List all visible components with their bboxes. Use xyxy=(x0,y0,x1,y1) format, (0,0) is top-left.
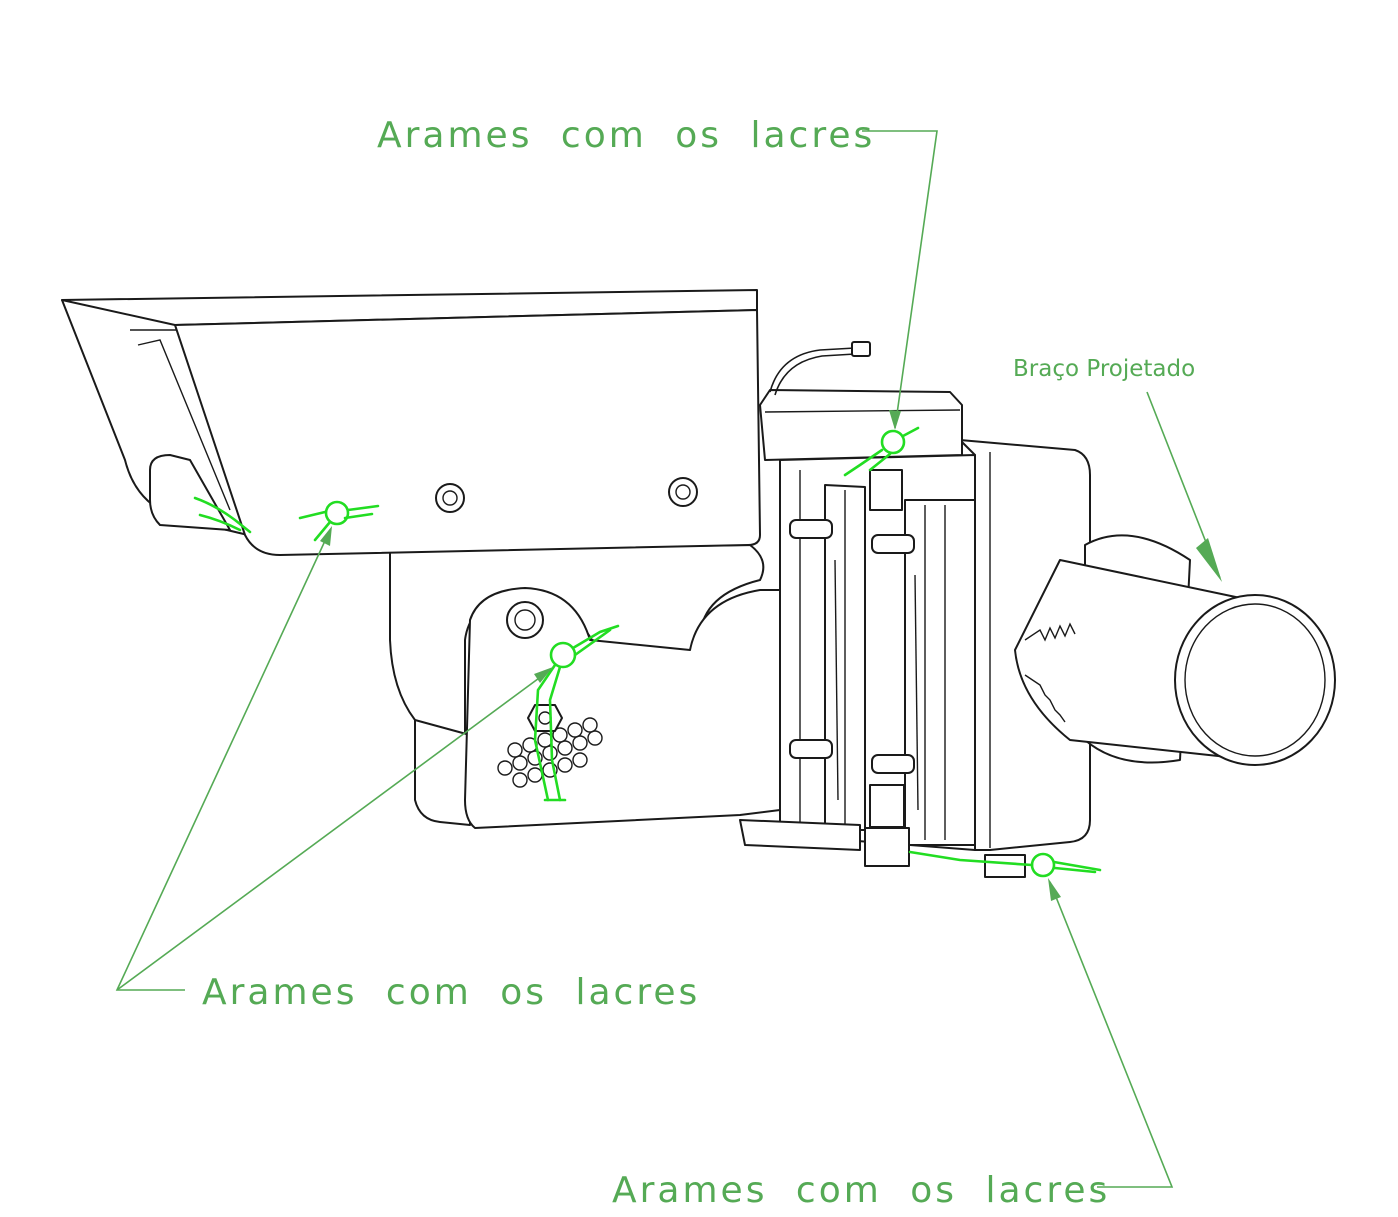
projected-arm-pipe xyxy=(1014,534,1336,766)
label-seals-top: Arames com os lacres xyxy=(377,115,875,156)
seal-wire-housing-front xyxy=(298,500,380,542)
seal-wire-bottom-bracket xyxy=(908,850,1102,878)
arrowhead-left-a xyxy=(320,526,332,546)
pole-mount-bracket xyxy=(739,341,1091,878)
label-seals-left: Arames com os lacres xyxy=(202,972,700,1013)
label-projected-arm: Braço Projetado xyxy=(1013,356,1195,382)
leader-bottom xyxy=(1049,881,1174,1188)
arrowhead-left-b xyxy=(534,667,553,683)
label-seals-bottom: Arames com os lacres xyxy=(612,1170,1110,1211)
leader-left-b xyxy=(116,669,551,991)
seal-wires xyxy=(193,426,1102,878)
leader-left-a xyxy=(115,529,331,991)
seal-wire-top-box xyxy=(843,426,920,477)
camera-housing xyxy=(61,289,761,556)
arrowhead-bottom xyxy=(1048,878,1061,901)
seal-wire-support-block xyxy=(533,624,620,802)
arrowhead-arm xyxy=(1196,538,1222,582)
camera-support-bracket xyxy=(389,544,781,829)
annotation-leaders xyxy=(115,130,1222,1188)
leader-top xyxy=(862,130,938,429)
seal-wire-housing-left xyxy=(193,496,252,534)
arrowhead-top xyxy=(889,410,901,430)
